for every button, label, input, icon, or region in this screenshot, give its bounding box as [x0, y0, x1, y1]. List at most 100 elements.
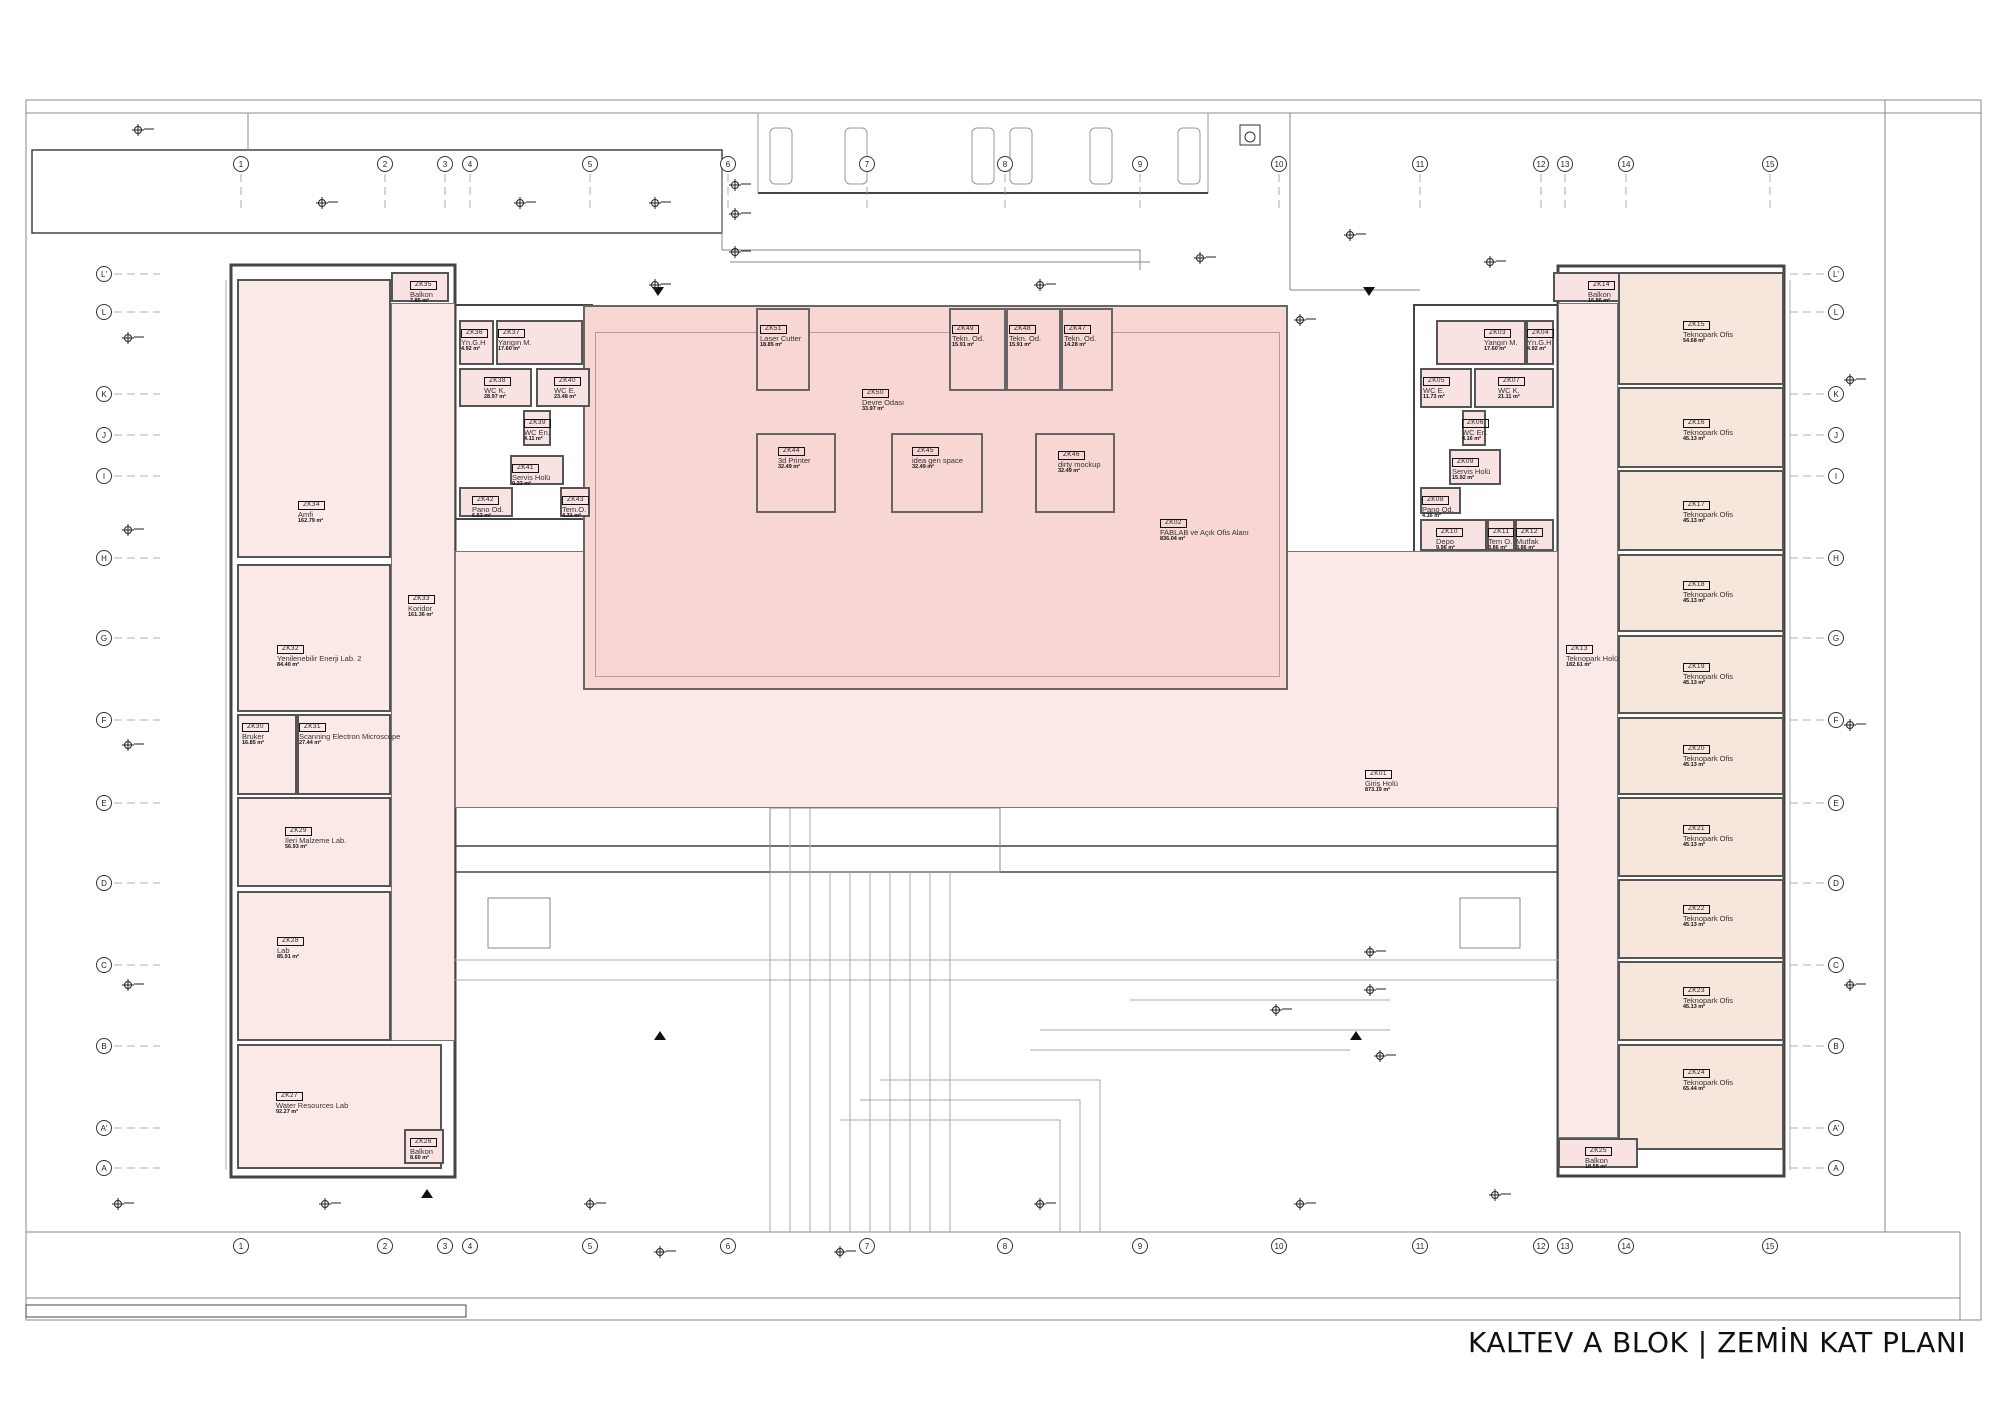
room-zk45: [891, 433, 983, 513]
room-area: 45.13 m²: [1683, 517, 1706, 524]
room-name: Balkon: [410, 289, 433, 299]
room-zk35: [391, 272, 449, 302]
grid-bubble-row: L': [1828, 266, 1844, 282]
room-area: 9.32 m²: [512, 480, 531, 487]
room-code: ZK35: [410, 281, 437, 290]
room-name: Teknopark Ofis: [1683, 329, 1734, 339]
grid-bubble-row: C: [1828, 957, 1844, 973]
elevation-marker-icon: [654, 1246, 676, 1258]
room-zk30: [237, 714, 297, 795]
room-name: Balkon: [1588, 289, 1611, 299]
grid-bubble-column: 14: [1618, 1238, 1634, 1254]
room-name: WC K.: [484, 385, 506, 395]
grid-bubble-row: A': [1828, 1120, 1844, 1136]
room-code: ZK17: [1683, 501, 1710, 510]
room-name: Teknopark Ofis: [1683, 995, 1734, 1005]
room-area: 45.13 m²: [1683, 597, 1706, 604]
room-zk24: [1618, 1044, 1784, 1150]
grid-bubble-row: D: [1828, 875, 1844, 891]
grid-bubble-row: G: [1828, 630, 1844, 646]
room-area: 21.11 m²: [1498, 393, 1520, 400]
room-name: Teknopark Ofis: [1683, 509, 1734, 519]
section-marker-icon: [421, 1189, 433, 1198]
room-zk42: [459, 487, 513, 517]
grid-bubble-row: D: [96, 875, 112, 891]
room-zk46: [1035, 433, 1115, 513]
room-code: ZK37: [498, 329, 525, 338]
room-area: 4.31 m²: [562, 512, 581, 519]
room-name: Yn.G.H: [461, 337, 486, 347]
grid-bubble-row: A: [1828, 1160, 1844, 1176]
grid-bubble-column: 4: [462, 156, 478, 172]
room-zk37: [496, 320, 583, 365]
room-area: 4.11 m²: [524, 435, 543, 442]
room-name: 3d Printer: [778, 455, 811, 465]
room-area: 84.40 m²: [277, 661, 300, 668]
room-area: 15.92 m²: [1452, 474, 1475, 481]
room-area: 161.36 m²: [408, 611, 434, 618]
grid-bubble-row: J: [96, 427, 112, 443]
elevation-marker-icon: [1034, 1198, 1056, 1210]
room-name: WC E.: [554, 385, 576, 395]
elevation-marker-icon: [1194, 252, 1216, 264]
room-code: ZK19: [1683, 663, 1710, 672]
room-code: ZK18: [1683, 581, 1710, 590]
grid-bubble-column: 14: [1618, 156, 1634, 172]
elevation-marker-icon: [729, 246, 751, 258]
room-code: ZK10: [1436, 528, 1463, 537]
room-zk51: [756, 308, 810, 391]
room-area: 33.97 m²: [862, 405, 885, 412]
room-name: Devre Odası: [862, 397, 905, 407]
grid-bubble-column: 15: [1762, 1238, 1778, 1254]
room-area: 4.16 m²: [1462, 435, 1481, 442]
room-name: Depo: [1436, 536, 1454, 546]
room-code: ZK42: [472, 496, 499, 505]
room-code: ZK39: [524, 419, 551, 428]
room-code: ZK34: [298, 501, 325, 510]
elevation-marker-icon: [122, 739, 144, 751]
grid-bubble-column: 2: [377, 156, 393, 172]
room-code: ZK16: [1683, 419, 1710, 428]
room-area: 7.86 m²: [410, 297, 429, 304]
room-zk06: [1462, 410, 1486, 446]
grid-bubble-column: 7: [859, 1238, 875, 1254]
room-zk19: [1618, 635, 1784, 714]
room-area: 182.61 m²: [1566, 661, 1592, 668]
room-code: ZK15: [1683, 321, 1710, 330]
room-code: ZK02: [1160, 519, 1187, 528]
room-code: ZK05: [1423, 377, 1450, 386]
accessible-parking-icon: [1239, 124, 1261, 146]
room-name: WC E.: [1423, 385, 1445, 395]
grid-bubble-column: 1: [233, 156, 249, 172]
room-zk05: [1420, 368, 1472, 408]
room-code: ZK47: [1064, 325, 1091, 334]
room-area: 45.13 m²: [1683, 679, 1706, 686]
grid-bubble-column: 9: [1132, 156, 1148, 172]
grid-bubble-column: 13: [1557, 156, 1573, 172]
grid-bubble-row: H: [1828, 550, 1844, 566]
room-zk36: [459, 320, 494, 365]
room-name: WC En.: [524, 427, 550, 437]
elevation-marker-icon: [316, 197, 338, 209]
room-zk48: [1006, 308, 1061, 391]
elevation-marker-icon: [1270, 1004, 1292, 1016]
room-code: ZK06: [1462, 419, 1489, 428]
drawing-title: KALTEV A BLOK | ZEMİN KAT PLANI: [1468, 1326, 1967, 1359]
elevation-marker-icon: [1034, 279, 1056, 291]
elevation-markers: [112, 124, 1866, 1258]
room-zk25: [1558, 1138, 1638, 1168]
room-area: 23.48 m²: [554, 393, 577, 400]
room-code: ZK23: [1683, 987, 1710, 996]
